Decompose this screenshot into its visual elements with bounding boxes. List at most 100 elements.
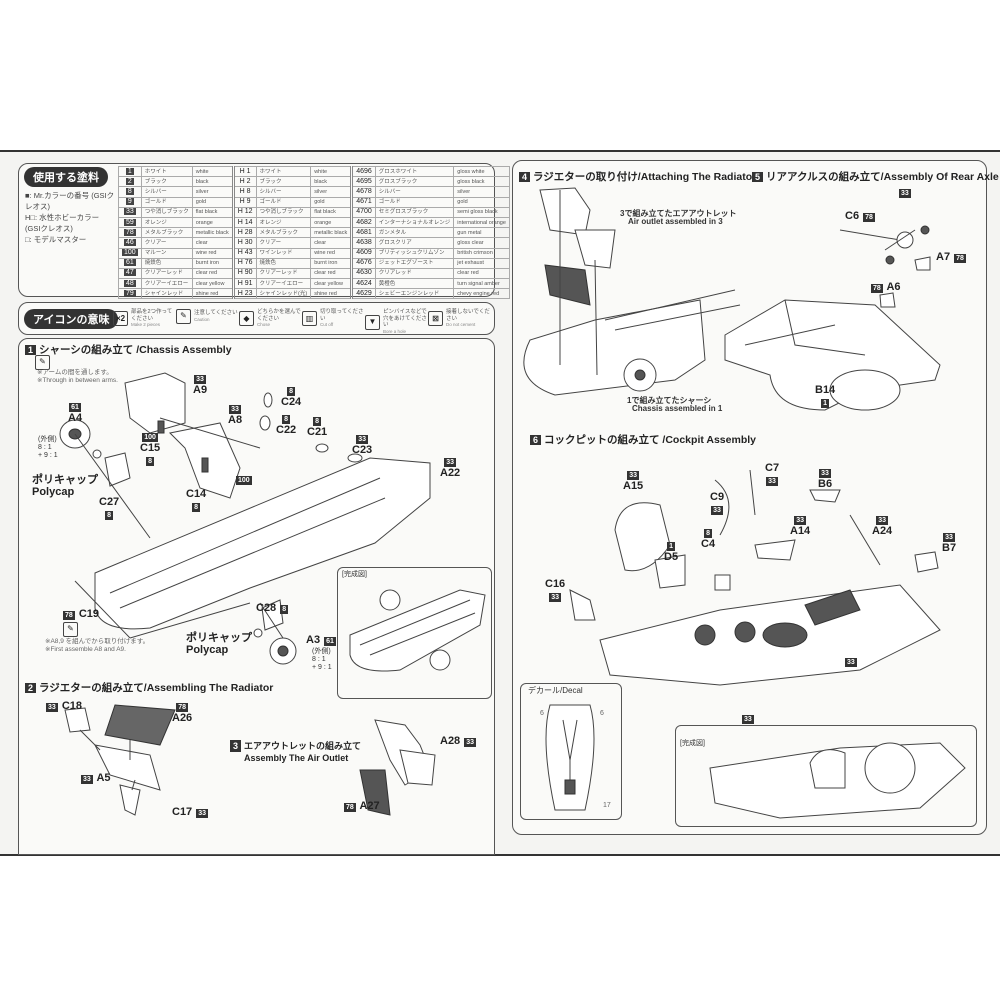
paint-h: H 43 [231,247,257,259]
paint-mr: 46 [118,237,142,249]
paint-mm-ja: ブリティッシュクリムゾン [374,247,455,259]
spring-paint: 100 [236,476,252,485]
paint-h: H 23 [231,288,257,300]
paint-mr-ja: クリアーレッド [140,267,193,280]
paint-mm-ja: クリアレッド [374,267,455,280]
paint-mr-ja: メタルブラック [140,227,193,239]
paint-mr-en: orange [191,216,234,229]
paint-mm-en: gold [453,196,510,208]
paint-title: 使用する塗料 [24,167,108,187]
part-C18: 33 C18 [46,700,83,712]
paint-h: H 8 [231,186,257,198]
part-C28: C28 8 [256,602,289,614]
paint-mr-ja: シルバー [140,186,193,198]
paint-h: H 30 [231,237,257,249]
decal-num-3: 17 [603,802,611,809]
paint-h-en: white [310,165,353,178]
paint-mr-en: silver [191,186,234,198]
paint-mr: 33 [118,206,142,218]
paint-mm-ja: グロスクリア [374,237,455,249]
paint-legend: ■: Mr.カラーの番号 (GSIクレオス) H□: 水性ホビーカラー (GSI… [25,190,115,245]
outer-mix-rear: (外側)8 : 1+ 9 : 1 [312,648,332,671]
paint-h-en: clear [310,237,353,249]
paint-mr: 78 [118,227,142,239]
icon-en: Make 2 pieces [131,322,161,327]
paint-mm: 4638 [350,237,376,249]
paint-mr: 79 [118,288,142,300]
icon-title: アイコンの意味 [24,309,119,329]
paint-mr: 59 [118,216,142,229]
paint-mr-ja: オレンジ [140,216,193,229]
note-through-arms: ※アームの間を通します。※Through in between arms. [37,369,118,384]
rear-axle-diagram [724,225,941,411]
paint-mm-en: british crimson [453,247,510,259]
bore-hole-icon: ▼ [365,314,380,330]
paint-h: H 2 [231,176,257,188]
paint-mm-ja: グロスホワイト [374,165,455,178]
decal-label: デカール/Decal [528,686,583,695]
paint-h-ja: クリアー [255,237,312,249]
complete-label-6: [完成図] [680,740,705,747]
paint-h-ja: オレンジ [255,216,312,229]
attach-radiator-diagram [523,187,741,396]
paint-mm: 4682 [350,216,376,229]
paint-mr: 47 [118,267,142,280]
paint-mm: 4700 [350,206,376,218]
paint-h-ja: シャインレッド(光) [255,288,312,300]
paint-mm: 4696 [350,165,376,178]
part-C19: 78 C19 [63,608,100,620]
paint-mm-ja: ゴールド [374,196,455,208]
chassis-diagram [59,372,431,665]
paint-h: H 28 [231,227,257,239]
paint-mm: 4629 [350,288,376,300]
paint-mm-en: international orange [453,216,510,229]
complete-cockpit [709,742,966,819]
cockpit-diagram [569,469,941,686]
caution-icon: ✎ [35,355,50,370]
paint-mr-en: flat black [191,206,234,218]
paint-h-ja: クリアーレッド [255,267,312,280]
paint-mr-en: burnt iron [191,257,234,269]
icon-ja: 切り取ってください [320,309,364,322]
paint-mm-en: clear red [453,267,510,280]
part-C17: C17 33 [172,806,209,818]
part-A6: 78 A6 [871,281,901,293]
paint-mm-en: semi gloss black [453,206,510,218]
decal-num-2: 6 [600,710,604,717]
paint-mr-en: clear red [191,267,234,280]
paint-mm-en: chevy engine red [453,288,510,300]
paint-h-ja: ゴールド [255,196,312,208]
paint-h: H 12 [231,206,257,218]
paint-h-ja: クリアーイエロー [255,278,312,290]
paint-mr-en: clear [191,237,234,249]
body-paint-1: 33 [845,658,857,667]
paint-h: H 1 [231,165,257,178]
paint-mm-ja: ガンメタル [374,227,455,239]
seat-decal-diagram [545,704,595,811]
paint-mr-ja: マルーン [140,247,193,259]
paint-mr-ja: つや消しブラック [140,206,193,218]
caution-icon: ✎ [63,622,78,637]
outer-mix-front: (外側)8 : 1+ 9 : 1 [38,436,58,459]
